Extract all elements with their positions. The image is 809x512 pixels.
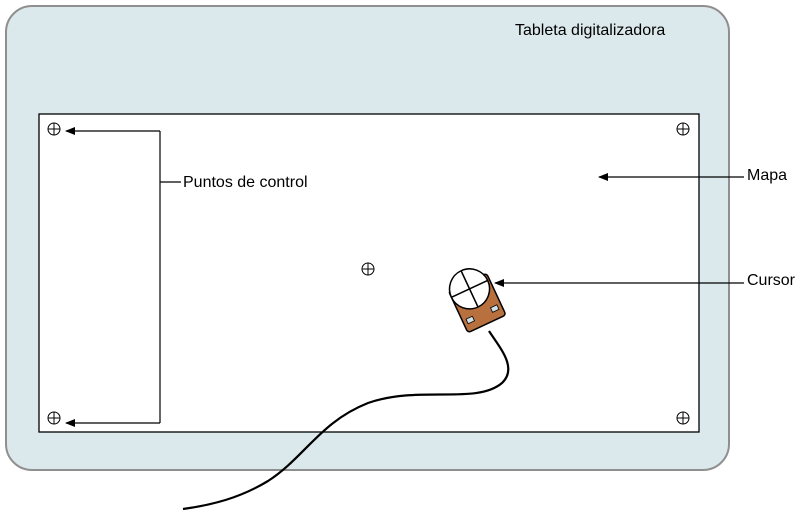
- crosshair-circle-icon: [676, 411, 690, 425]
- control-points-leader: [65, 127, 181, 427]
- control-points-label: Puntos de control: [183, 174, 308, 191]
- cursor-cable: [182, 330, 510, 511]
- crosshair-circle-icon: [47, 411, 61, 425]
- control-point-top-left: [47, 122, 61, 136]
- control-point-center: [361, 262, 375, 276]
- cursor-button-right: [489, 304, 500, 313]
- tablet-title: Tableta digitalizadora: [515, 22, 666, 39]
- control-point-bottom-right: [676, 411, 690, 425]
- digitizer-cursor: [448, 268, 506, 333]
- cursor-button-left: [465, 315, 476, 325]
- control-point-bottom-left: [47, 411, 61, 425]
- map-sheet: [38, 113, 700, 433]
- control-point-top-right: [676, 122, 690, 136]
- crosshair-circle-icon: [676, 122, 690, 136]
- map-label: Mapa: [747, 167, 788, 184]
- crosshair-circle-icon: [361, 262, 375, 276]
- crosshair-lens-icon: [448, 268, 491, 310]
- crosshair-circle-icon: [47, 122, 61, 136]
- cursor-label: Cursor: [747, 272, 796, 289]
